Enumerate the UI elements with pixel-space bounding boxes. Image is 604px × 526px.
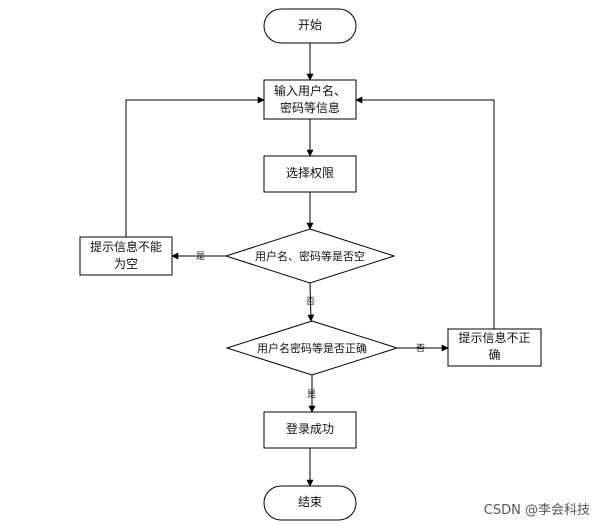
input-box	[263, 79, 357, 120]
login-success-box	[263, 411, 357, 449]
input-label: 输入用户名、 密码等信息	[264, 83, 356, 117]
end-label: 结束	[297, 495, 322, 509]
empty-prompt-line2: 为空	[113, 257, 138, 271]
edge-label-no-2: 否	[416, 344, 426, 354]
input-label-line1: 输入用户名、	[273, 84, 346, 98]
login-success-label: 登录成功	[285, 422, 334, 436]
edge-wrong-prompt-loop	[355, 96, 495, 329]
edge-label-yes-2: 是	[307, 390, 317, 400]
edge-label-yes-1: 是	[196, 252, 206, 262]
edge-label-no-1: 否	[306, 297, 316, 307]
input-label-line2: 密码等信息	[279, 101, 340, 115]
start-label: 开始	[297, 18, 322, 32]
wrong-prompt-line1: 提示信息不正	[458, 331, 531, 345]
empty-prompt-box	[79, 236, 173, 276]
decision-empty-label: 用户名、密码等是否空	[255, 250, 365, 263]
select-permission-label: 选择权限	[285, 166, 334, 180]
edge-empty-prompt-loop	[125, 96, 265, 237]
watermark: CSDN @李会科技	[483, 503, 590, 518]
edge-empty-no	[307, 282, 315, 322]
wrong-prompt-label: 提示信息不正 确	[448, 330, 541, 364]
wrong-prompt-line2: 确	[488, 348, 501, 362]
decision-correct-label: 用户名密码等是否正确	[257, 342, 367, 355]
empty-prompt-line1: 提示信息不能	[89, 240, 162, 254]
empty-prompt-label: 提示信息不能 为空	[80, 239, 172, 273]
